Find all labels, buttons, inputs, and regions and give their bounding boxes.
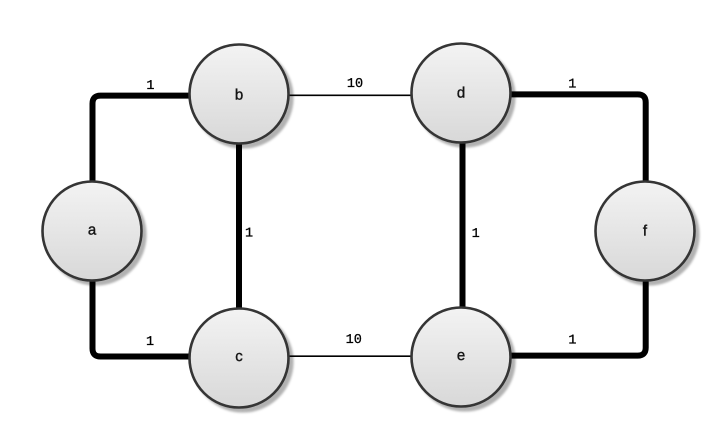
svg-text:e: e [457, 347, 465, 364]
svg-text:10: 10 [347, 77, 363, 92]
svg-text:10: 10 [346, 333, 362, 348]
svg-text:1: 1 [568, 78, 576, 93]
svg-text:1: 1 [568, 333, 576, 348]
svg-text:f: f [643, 223, 648, 240]
svg-text:d: d [457, 85, 465, 102]
svg-text:1: 1 [472, 227, 480, 242]
svg-text:a: a [88, 222, 97, 239]
svg-text:1: 1 [146, 335, 154, 350]
svg-text:b: b [235, 87, 243, 104]
svg-text:c: c [235, 348, 243, 365]
svg-text:1: 1 [146, 79, 154, 94]
svg-text:1: 1 [245, 227, 253, 242]
